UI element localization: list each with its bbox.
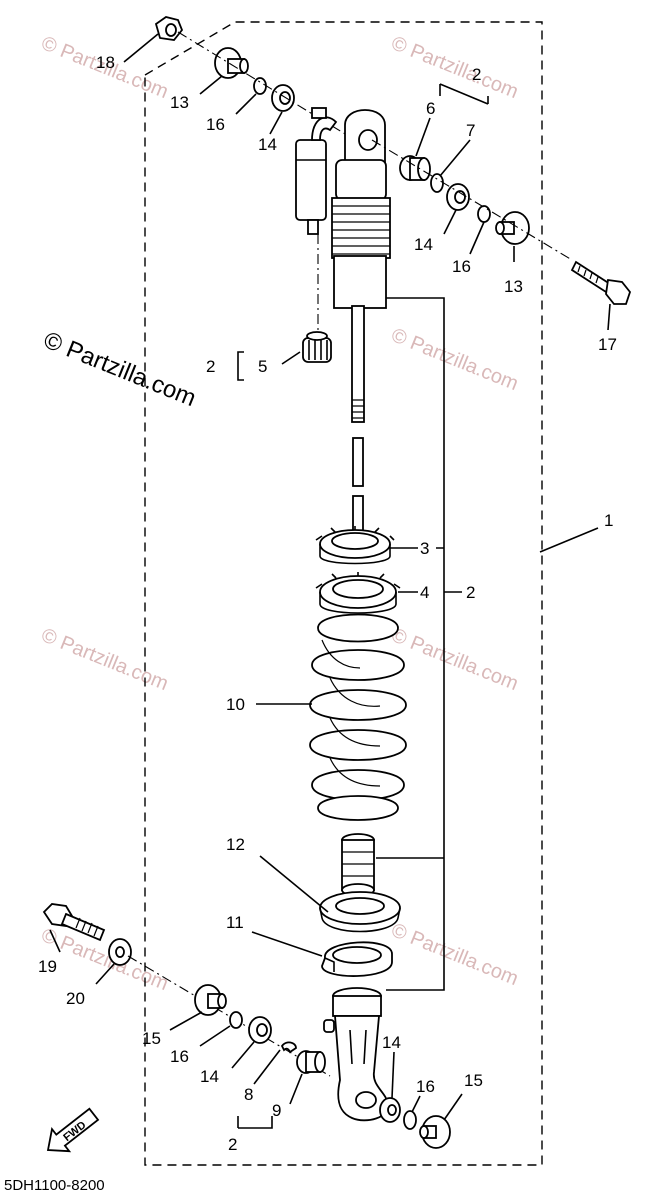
bracket-lines (376, 297, 462, 991)
forward-arrow: FWD (46, 1107, 100, 1153)
bushing-14-bottom-left (248, 1016, 272, 1044)
callout-16-top: 16 (206, 115, 225, 134)
lock-nut-3 (315, 526, 395, 565)
adjuster-5 (302, 331, 332, 363)
collar-13-top (214, 47, 249, 79)
callout-13-right: 13 (504, 277, 523, 296)
watermark-text: © Partzilla.com (388, 919, 521, 990)
collar-13-right (495, 211, 530, 245)
callout-1: 1 (604, 511, 613, 530)
callout-5: 5 (258, 357, 267, 376)
bushing-14-right (446, 183, 470, 211)
collar-15-right (419, 1115, 451, 1149)
callout-19: 19 (38, 957, 57, 976)
oring-16-bottom-left (229, 1011, 243, 1029)
callout-13-top: 13 (170, 93, 189, 112)
callout-4: 4 (420, 583, 429, 602)
callout-7: 7 (466, 121, 475, 140)
watermarks: © Partzilla.com © Partzilla.com © Partzi… (38, 32, 521, 995)
callout-3: 3 (420, 539, 429, 558)
oring-7 (430, 173, 444, 193)
callouts: 18 13 16 14 2 6 7 14 16 13 17 2 5 3 4 2 … (38, 53, 617, 1154)
spring-seat-12 (319, 891, 401, 933)
assembly-boundary (144, 21, 543, 1166)
axis-line (127, 955, 331, 1077)
oring-16-bottom-right (403, 1110, 417, 1130)
axis-line (177, 31, 356, 141)
callout-16-bottom-right: 16 (416, 1077, 435, 1096)
watermark-main: © Partzilla.com (40, 327, 200, 413)
callout-12: 12 (226, 835, 245, 854)
bolt-17 (570, 260, 632, 305)
watermark-text: © Partzilla.com (388, 624, 521, 695)
axis-line (371, 139, 573, 261)
callout-20: 20 (66, 989, 85, 1008)
callout-14-bottom-left: 14 (200, 1067, 219, 1086)
stopper-11 (321, 941, 393, 977)
oring-16-top (253, 77, 267, 95)
callout-18: 18 (96, 53, 115, 72)
callout-2-mid: 2 (206, 357, 215, 376)
watermark-text: © Partzilla.com (388, 324, 521, 395)
callout-2-right: 2 (466, 583, 475, 602)
watermark-text: © Partzilla.com (38, 624, 171, 695)
callout-10: 10 (226, 695, 245, 714)
adjuster-nut-4 (315, 572, 401, 614)
callout-11: 11 (226, 913, 244, 932)
callout-14-right: 14 (414, 235, 433, 254)
callout-8: 8 (244, 1085, 253, 1104)
callout-9: 9 (272, 1101, 281, 1120)
oring-8 (280, 1041, 297, 1054)
bottom-right-hardware (379, 1097, 451, 1149)
callout-17: 17 (598, 335, 617, 354)
callout-16-bottom-left: 16 (170, 1047, 189, 1066)
oring-16-right (477, 205, 491, 223)
leader-lines (49, 33, 611, 1129)
reservoir (295, 107, 338, 363)
bottom-left-hardware (42, 903, 331, 1077)
bump-stop (341, 833, 375, 897)
callout-15-right: 15 (464, 1071, 483, 1090)
spring-10 (309, 613, 407, 821)
right-top-hardware (371, 139, 632, 305)
bushing-6 (399, 155, 431, 181)
bolt-19 (42, 903, 106, 942)
diagram-code: 5DH1100-8200 (4, 1177, 105, 1194)
bushing-9 (296, 1050, 326, 1074)
lower-body (323, 987, 389, 1122)
shock-body (331, 109, 391, 537)
callout-6: 6 (426, 99, 435, 118)
washer-20 (108, 938, 132, 966)
watermark-text: © Partzilla.com (38, 924, 171, 995)
bushing-14-bottom-right (379, 1097, 401, 1123)
watermark-text: © Partzilla.com (388, 32, 521, 103)
top-hardware (154, 16, 356, 141)
callout-14-top: 14 (258, 135, 277, 154)
bushing-14-top (271, 84, 295, 112)
callout-15-left: 15 (142, 1029, 161, 1048)
collar-15-left (194, 984, 227, 1016)
nut-18 (154, 16, 184, 41)
callout-14-bottom-right: 14 (382, 1033, 401, 1052)
callout-16-right: 16 (452, 257, 471, 276)
callout-2-bottom: 2 (228, 1135, 237, 1154)
callout-2-top: 2 (472, 65, 481, 84)
